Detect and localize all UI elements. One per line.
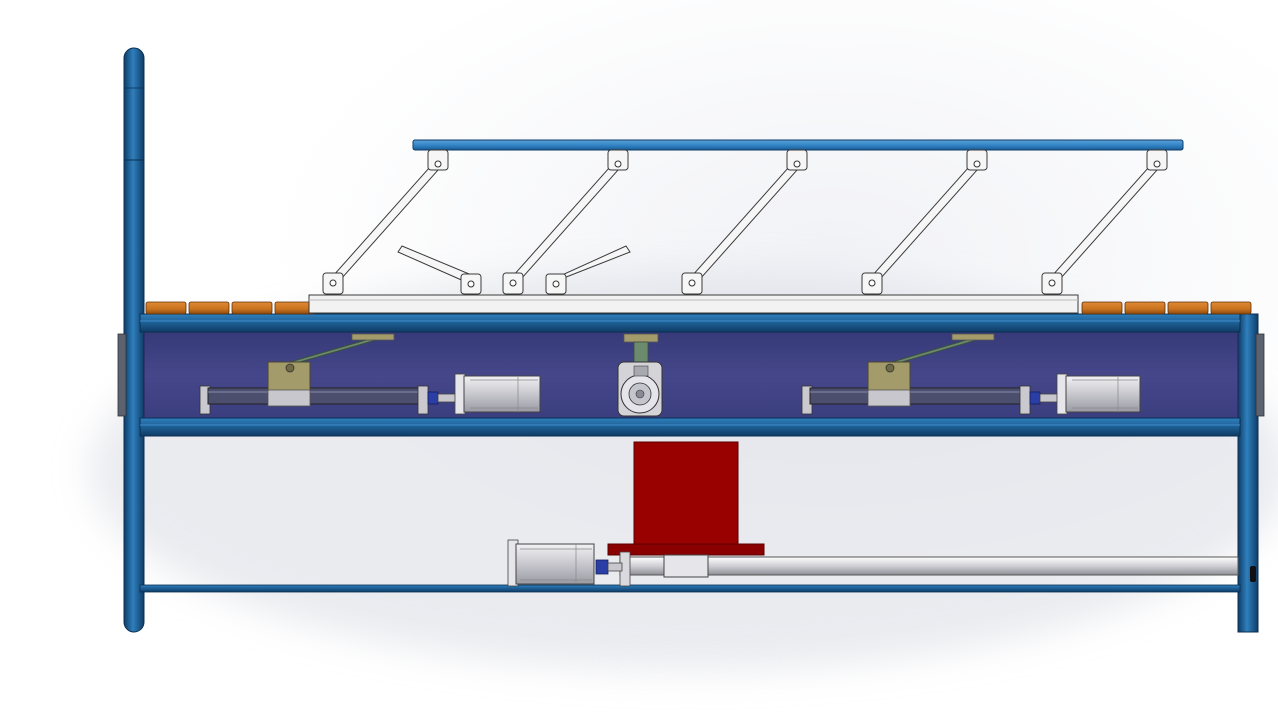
roller-group-right[interactable] <box>1081 301 1252 315</box>
center-gearbox[interactable] <box>617 333 663 417</box>
servo-motor-left[interactable] <box>427 373 541 415</box>
roller-group-left[interactable] <box>145 301 316 315</box>
roller <box>1167 301 1209 315</box>
servo-motor-right[interactable] <box>1029 373 1141 415</box>
roller <box>231 301 273 315</box>
parallel-link-1[interactable] <box>322 149 449 295</box>
linear-actuator-left[interactable] <box>199 333 429 415</box>
frame-cavity <box>143 331 1239 421</box>
roller <box>188 301 230 315</box>
left-end-cap <box>117 333 127 417</box>
parallel-link-5[interactable] <box>1041 149 1168 295</box>
lower-guide-rail[interactable] <box>619 551 1256 587</box>
servo-motor-bottom[interactable] <box>507 539 623 587</box>
side-bracket-1[interactable] <box>397 245 482 295</box>
parallel-link-3[interactable] <box>681 149 808 295</box>
middle-beam[interactable] <box>139 417 1241 437</box>
parallel-link-2[interactable] <box>502 149 629 295</box>
bottom-beam[interactable] <box>139 584 1241 593</box>
right-post[interactable] <box>1237 313 1259 633</box>
roller <box>1210 301 1252 315</box>
roller <box>1081 301 1123 315</box>
left-post[interactable] <box>123 47 145 633</box>
roller <box>1124 301 1166 315</box>
link-base-plate[interactable] <box>308 294 1079 314</box>
parallel-link-4[interactable] <box>861 149 988 295</box>
lift-block[interactable] <box>607 441 765 556</box>
right-end-cap <box>1255 333 1265 417</box>
side-bracket-2[interactable] <box>545 245 631 295</box>
roller <box>145 301 187 315</box>
top-crossbar[interactable] <box>412 139 1184 151</box>
upper-beam[interactable] <box>139 313 1241 333</box>
linear-actuator-right[interactable] <box>801 333 1031 415</box>
